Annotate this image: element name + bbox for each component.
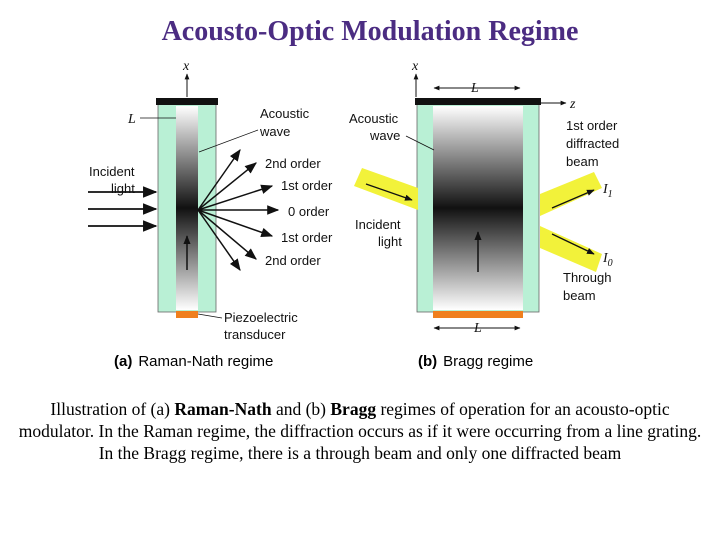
svg-text:(b)Bragg regime: (b) Bragg regime (418, 353, 533, 370)
bragg-acoustic-line2: wave (369, 128, 400, 143)
raman-top-absorber (156, 98, 218, 105)
bragg-incident-line1: Incident (355, 217, 401, 232)
raman-order-0: 0 order (288, 204, 330, 219)
raman-diffraction-fan (197, 149, 280, 271)
caption-part-1: Illustration of (a) (50, 399, 175, 419)
bragg-I1-label: I1 (602, 182, 613, 200)
bragg-diffracted-line1: 1st order (566, 118, 618, 133)
raman-x-label: x (182, 59, 190, 74)
raman-order-1st-top: 1st order (281, 178, 333, 193)
raman-panel-name: Raman-Nath regime (138, 353, 273, 370)
bragg-through-line2: beam (563, 288, 596, 303)
raman-order-2nd-bottom: 2nd order (265, 253, 321, 268)
acousto-optic-diagram: x L Incident light 2nd order 1st order 0… (88, 59, 619, 370)
raman-transducer-line1: Piezoelectric (224, 310, 298, 325)
bragg-incident-beam (354, 168, 418, 210)
caption-raman: Raman-Nath (174, 399, 272, 419)
raman-acoustic-line1: Acoustic (260, 106, 310, 121)
caption-part-3: regimes of operation for an acousto-opti… (18, 399, 702, 463)
bragg-L-bottom-label: L (473, 321, 482, 336)
bragg-panel-name: Bragg regime (443, 353, 533, 370)
raman-order-2nd-top: 2nd order (265, 156, 321, 171)
bragg-z-label: z (569, 97, 576, 112)
bragg-diffracted-line2: diffracted (566, 136, 619, 151)
raman-incident-line2: light (111, 181, 135, 196)
raman-transducer-pointer (197, 313, 223, 319)
bragg-diffracted-beam (540, 172, 602, 216)
raman-nath-panel: x L Incident light 2nd order 1st order 0… (88, 59, 333, 370)
raman-incident-light (88, 186, 158, 232)
raman-transducer (176, 311, 198, 318)
raman-acoustic-line2: wave (259, 124, 290, 139)
bragg-panel-tag: (b) (418, 353, 437, 370)
caption-part-2: and (b) (271, 399, 331, 419)
bragg-transducer (433, 311, 523, 318)
bragg-I0-label: I0 (602, 251, 613, 269)
bragg-panel: x L z L Acoustic wave Incident light 1st… (349, 59, 619, 370)
caption-bragg: Bragg (330, 399, 377, 419)
raman-incident-line1: Incident (89, 164, 135, 179)
raman-L-label: L (127, 112, 136, 127)
svg-text:(a)Raman-Nath regime: (a) Raman-Nath regime (114, 353, 273, 370)
raman-acoustic-pointer (198, 129, 259, 153)
bragg-diffracted-line3: beam (566, 154, 599, 169)
bragg-through-line1: Through (563, 270, 611, 285)
raman-transducer-line2: transducer (224, 327, 286, 342)
raman-order-1st-bottom: 1st order (281, 230, 333, 245)
bragg-through-beam (540, 226, 602, 272)
bragg-acoustic-wave (433, 106, 523, 310)
bragg-acoustic-line1: Acoustic (349, 111, 399, 126)
figure-caption: Illustration of (a) Raman-Nath and (b) B… (18, 398, 702, 464)
raman-panel-tag: (a) (114, 353, 132, 370)
bragg-L-top-label: L (470, 81, 479, 96)
bragg-incident-line2: light (378, 234, 402, 249)
raman-acoustic-wave (176, 106, 198, 310)
bragg-x-label: x (411, 59, 419, 74)
page-title: Acousto-Optic Modulation Regime (161, 16, 579, 47)
bragg-top-absorber (415, 98, 541, 105)
bragg-acoustic-pointer (405, 135, 435, 151)
